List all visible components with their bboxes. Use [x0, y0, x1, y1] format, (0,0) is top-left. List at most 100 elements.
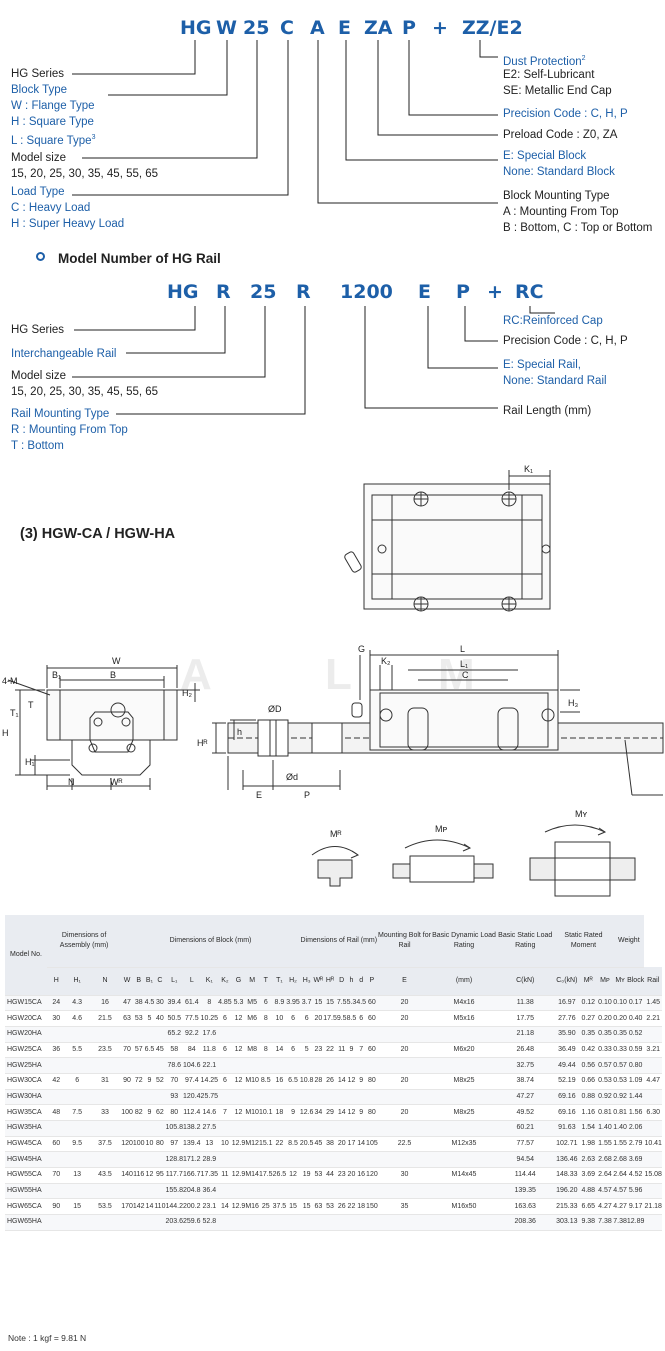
cell: 48 — [47, 1104, 66, 1121]
cell-model: HGW55CA — [5, 1167, 47, 1184]
cell — [346, 1057, 357, 1074]
block_left-9: H : Super Heavy Load — [11, 218, 125, 230]
cell: 0.80 — [626, 1057, 645, 1074]
cell: 215.33 — [553, 1198, 580, 1216]
label-mr: Mᴿ — [330, 829, 342, 839]
th-moment: Static Rated Moment — [553, 915, 614, 968]
cell: 0.17 — [626, 995, 645, 1012]
cell: 2.63 — [579, 1151, 597, 1169]
cell: M10 — [245, 1073, 259, 1090]
cell: 22 — [346, 1198, 357, 1216]
rail_code-part-6: P — [456, 281, 470, 303]
rail-section-title: Model Number of HG Rail — [58, 251, 221, 266]
block-code-leader-lines — [72, 40, 498, 204]
cell-model: HGW25CA — [5, 1042, 47, 1059]
cell: 27.76 — [553, 1010, 580, 1027]
cell: 12 — [231, 1073, 246, 1090]
cell — [286, 1214, 300, 1231]
cell: 26 — [336, 1198, 347, 1216]
cell — [356, 1026, 367, 1043]
cell: 170 — [121, 1198, 133, 1216]
block_code-part-4: A — [310, 17, 325, 39]
cell — [313, 1089, 324, 1106]
cell: 136.46 — [553, 1151, 580, 1169]
col-header-22: P — [366, 967, 378, 996]
cell — [65, 1183, 89, 1200]
cell — [272, 1089, 287, 1106]
cell — [154, 1120, 166, 1137]
cell: 49.44 — [553, 1057, 580, 1074]
cell — [313, 1214, 324, 1231]
block_right-6: None: Standard Block — [503, 166, 615, 178]
cell: 16 — [356, 1167, 367, 1184]
th-dyn: Basic Dynamic Load Rating — [431, 915, 497, 968]
cell: 140 — [121, 1167, 133, 1184]
cell — [377, 1089, 432, 1106]
cell: 12.9 — [231, 1167, 246, 1184]
rail_left-3: 15, 20, 25, 30, 35, 45, 55, 65 — [11, 386, 159, 398]
cell — [218, 1026, 232, 1043]
cell — [231, 1026, 246, 1043]
cell-model: HGW15CA — [5, 995, 47, 1012]
cell: 14 — [336, 1104, 347, 1121]
cell: 5 — [144, 1010, 155, 1027]
cell: 93 — [165, 1089, 184, 1106]
block_left-8: C : Heavy Load — [11, 202, 91, 214]
label-h-small: h — [237, 727, 242, 737]
cell: 36.4 — [200, 1183, 219, 1200]
cell: 116 — [132, 1167, 145, 1184]
cell — [47, 1057, 66, 1074]
block_code-part-1: W — [216, 17, 237, 39]
cell: 77.57 — [496, 1136, 554, 1153]
cell — [245, 1089, 259, 1106]
cell-model: HGW65CA — [5, 1198, 47, 1216]
cell: 4.6 — [65, 1010, 89, 1027]
cell: 22.5 — [377, 1136, 432, 1153]
cell: M16x50 — [431, 1198, 497, 1216]
cell: 72 — [132, 1073, 145, 1090]
cell: 0.59 — [626, 1042, 645, 1059]
cell — [47, 1214, 66, 1231]
cell — [377, 1214, 432, 1231]
cell: 45 — [154, 1042, 166, 1059]
cell — [231, 1120, 246, 1137]
cell: 15 — [65, 1198, 89, 1216]
rail_left-2: Model size — [11, 370, 66, 382]
cell: 1.98 — [579, 1136, 597, 1153]
cell: 104.6 — [183, 1057, 201, 1074]
cell — [88, 1151, 122, 1169]
cell — [346, 1089, 357, 1106]
col-header-4: B — [132, 967, 145, 996]
rail_left-5: R : Mounting From Top — [11, 424, 128, 436]
label-wr: Wᴿ — [110, 777, 123, 787]
col-header-26: C₀(kN) — [553, 967, 580, 996]
cell: 18 — [272, 1104, 287, 1121]
cell — [286, 1120, 300, 1137]
cell: 105.8 — [165, 1120, 184, 1137]
cell: 27.5 — [200, 1120, 219, 1137]
cell: 31 — [88, 1073, 122, 1090]
col-header-14: T₁ — [272, 967, 287, 996]
cell-model: HGW55HA — [5, 1183, 47, 1200]
cell: 4.57 — [596, 1183, 614, 1200]
cell: 6 — [356, 1010, 367, 1027]
cell: M8x25 — [431, 1073, 497, 1090]
cell — [65, 1214, 89, 1231]
cell: 0.92 — [613, 1089, 627, 1106]
cell: 142 — [132, 1198, 145, 1216]
cell: 14 — [218, 1198, 232, 1216]
cell: 14 — [272, 1042, 287, 1059]
col-header-0: H — [47, 967, 66, 996]
label-b1: B₁ — [52, 670, 61, 680]
cell — [258, 1120, 273, 1137]
cell — [245, 1120, 259, 1137]
block_code-part-7: P — [402, 17, 416, 39]
cell: 15 — [286, 1198, 300, 1216]
cell — [377, 1120, 432, 1137]
cell: 1.55 — [596, 1136, 614, 1153]
th-static: Basic Static Load Rating — [496, 915, 554, 968]
cell: 196.20 — [553, 1183, 580, 1200]
cell — [258, 1183, 273, 1200]
cell: 4.85 — [218, 995, 232, 1012]
